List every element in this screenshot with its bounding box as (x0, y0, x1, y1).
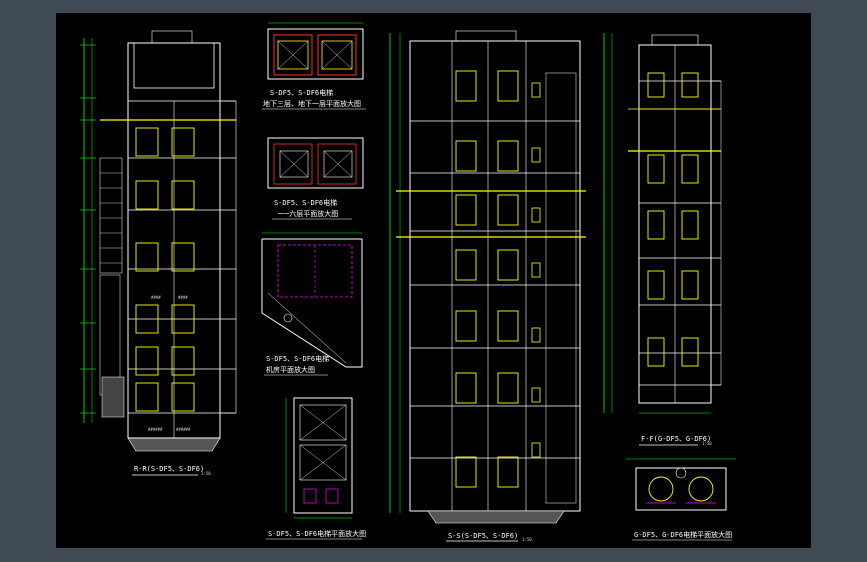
first-floor-plan: S-DF5、S-DF6电梯 一~六层平面放大图 (267, 137, 364, 220)
basement-plan: S-DF5、S-DF6电梯 地下三层、地下一层平面放大图 (262, 22, 366, 110)
first-floor-plan-title: S-DF5、S-DF6电梯 (274, 198, 337, 207)
section-ss-title: S-S(S-DF5、S-DF6) (448, 532, 518, 540)
g-plan-title: G-DF5、G-DF6电梯平面放大图 (634, 530, 732, 539)
g-plan: G-DF5、G-DF6电梯平面放大图 (626, 458, 736, 541)
first-floor-plan-subtitle: 一~六层平面放大图 (278, 209, 338, 218)
section-rr-title: R-R(S-DF5、S-DF6) (134, 465, 204, 473)
basement-plan-title: S-DF5、S-DF6电梯 (270, 88, 333, 97)
drawing-sheet: #### #### ###### ###### R-R(S-DF5、S-DF6) 1… (56, 13, 811, 548)
pit-plan: S-DF5、S-DF6电梯平面放大图 (266, 397, 366, 540)
cad-drawing: #### #### ###### ###### R-R(S-DF5、S-DF6) 1… (80, 22, 736, 542)
pit-plan-title: S-DF5、S-DF6电梯平面放大图 (268, 529, 366, 538)
section-ff-scale: 1:50 (702, 441, 712, 446)
basement-plan-subtitle: 地下三层、地下一层平面放大图 (263, 99, 361, 108)
svg-text:####: #### (151, 295, 161, 300)
section-ff-title: F-F(G-DF5、G-DF6) (641, 435, 711, 443)
machine-room-plan-title: S-DF5、S-DF6电梯 (266, 354, 329, 363)
section-rr: #### #### ###### ###### R-R(S-DF5、S-DF6) 1… (80, 30, 237, 476)
section-ss: S-S(S-DF5、S-DF6) 1:50 (389, 30, 586, 542)
section-rr-scale: 1:50 (201, 471, 211, 476)
svg-text:####: #### (178, 295, 188, 300)
svg-text:######: ###### (148, 427, 163, 432)
section-ff: F-F(G-DF5、G-DF6) 1:50 (603, 33, 722, 446)
machine-room-plan-subtitle: 机房平面放大图 (266, 365, 315, 374)
svg-text:######: ###### (176, 427, 191, 432)
machine-room-plan: S-DF5、S-DF6电梯 机房平面放大图 (261, 232, 363, 376)
section-ss-scale: 1:50 (522, 537, 532, 542)
